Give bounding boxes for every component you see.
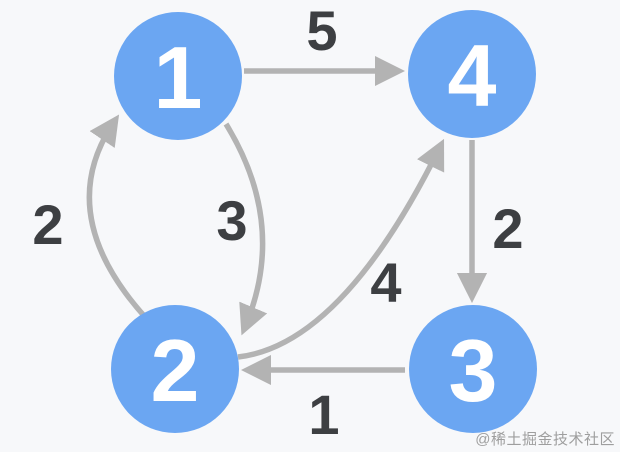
edge-1-to-2 — [223, 122, 268, 336]
edge-weight-2-1: 2 — [32, 193, 63, 256]
node-4: 4 — [408, 10, 536, 138]
node-3: 3 — [409, 305, 537, 433]
edge-weight-1-2: 3 — [216, 189, 247, 252]
node-1: 1 — [114, 12, 242, 140]
edge-weight-4-3: 2 — [492, 197, 523, 260]
node-2-circle — [111, 305, 239, 433]
node-3-label: 3 — [449, 321, 498, 420]
edge-2-to-1 — [86, 114, 149, 320]
node-2: 2 — [111, 305, 239, 433]
node-3-circle — [409, 305, 537, 433]
watermark-text: @稀土掘金技术社区 — [475, 431, 615, 448]
node-layer: 1 4 2 3 — [111, 10, 537, 433]
edge-layer — [86, 55, 488, 386]
node-1-label: 1 — [154, 28, 203, 127]
edge-weight-2-4: 4 — [370, 251, 401, 314]
node-4-label: 4 — [448, 26, 497, 125]
edge-weight-3-2: 1 — [308, 383, 339, 446]
edge-weight-1-4: 5 — [306, 0, 337, 62]
node-4-circle — [408, 10, 536, 138]
weight-label-layer: 5 2 3 4 2 1 — [32, 0, 523, 446]
edge-2-to-4 — [237, 138, 445, 360]
node-2-label: 2 — [151, 321, 200, 420]
node-1-circle — [114, 12, 242, 140]
